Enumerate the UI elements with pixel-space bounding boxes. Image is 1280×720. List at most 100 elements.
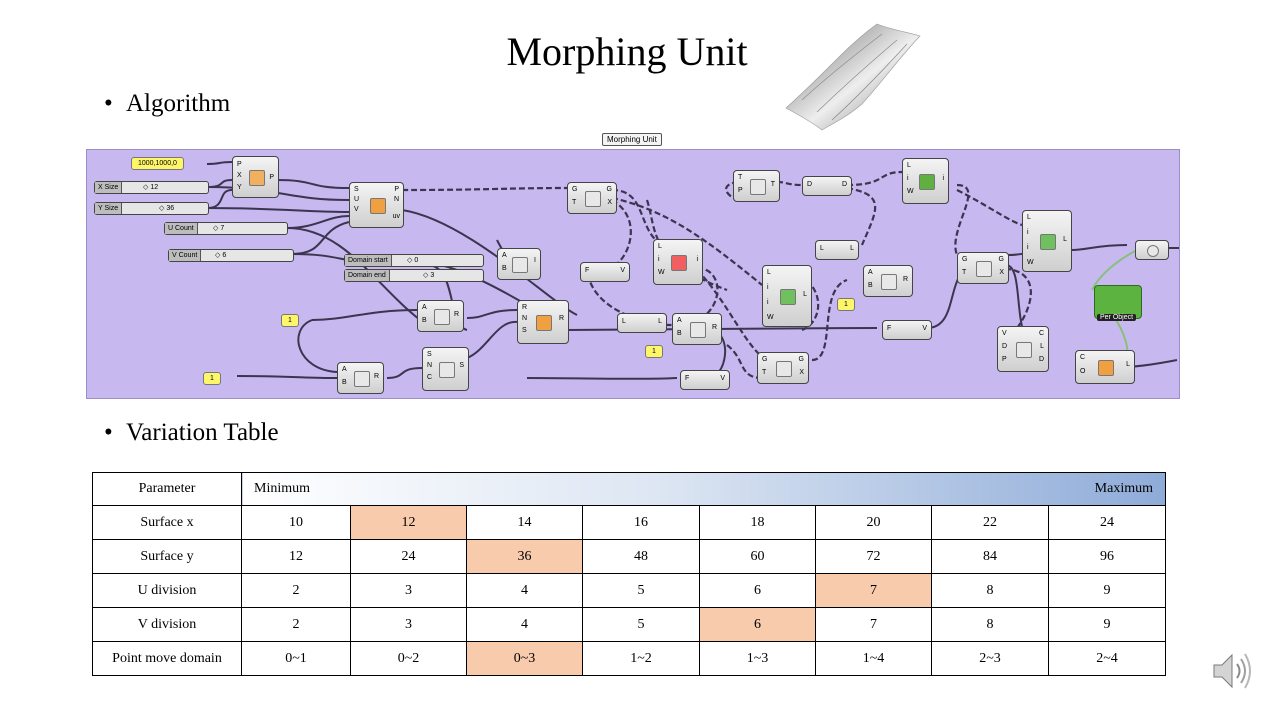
table-cell: 7 bbox=[815, 607, 932, 642]
table-cell: 12 bbox=[241, 539, 351, 574]
table-cell: 5 bbox=[582, 607, 700, 642]
table-cell: 8 bbox=[931, 573, 1049, 608]
slider-x-size[interactable]: X Size ◇ 12 bbox=[94, 181, 209, 194]
slider-value: ◇ 12 bbox=[143, 184, 159, 191]
header-parameter: Parameter bbox=[92, 472, 242, 506]
table-cell: 60 bbox=[699, 539, 816, 574]
slider-domain-start[interactable]: Domain start ◇ 0 bbox=[344, 254, 484, 267]
slide-title: Morphing Unit bbox=[506, 29, 748, 74]
header-minimum: Minimum bbox=[254, 481, 311, 496]
header-range: Minimum Maximum bbox=[241, 472, 1166, 506]
gh-panel[interactable]: 1 bbox=[203, 372, 221, 385]
table-cell: 2~4 bbox=[1048, 641, 1166, 676]
table-cell: 0~3 bbox=[466, 641, 583, 676]
table-cell: 14 bbox=[466, 505, 583, 540]
gh-panel[interactable]: 1 bbox=[837, 298, 855, 311]
table-cell: 4 bbox=[466, 573, 583, 608]
table-cell: 2 bbox=[241, 573, 351, 608]
table-cell: 7 bbox=[815, 573, 932, 608]
gh-panel[interactable]: 1000,1000,0 bbox=[131, 157, 184, 170]
row-parameter-name: U division bbox=[92, 573, 242, 608]
slider-value: ◇ 3 bbox=[423, 272, 435, 279]
table-cell: 24 bbox=[1048, 505, 1166, 540]
row-parameter-name: Point move domain bbox=[92, 641, 242, 676]
bullet-algorithm: •Algorithm bbox=[104, 90, 231, 117]
table-cell: 16 bbox=[582, 505, 700, 540]
table-cell: 1~4 bbox=[815, 641, 932, 676]
table-cell: 9 bbox=[1048, 573, 1166, 608]
speaker-icon[interactable] bbox=[1206, 647, 1254, 695]
gh-component-output[interactable] bbox=[1135, 240, 1169, 260]
slider-value: ◇ 0 bbox=[407, 257, 419, 264]
slider-u-count[interactable]: U Count ◇ 7 bbox=[164, 222, 288, 235]
table-cell: 12 bbox=[350, 505, 467, 540]
slider-label: Domain start bbox=[345, 255, 392, 266]
table-cell: 48 bbox=[582, 539, 700, 574]
table-cell: 6 bbox=[699, 573, 816, 608]
gh-group-label[interactable]: Morphing Unit bbox=[602, 133, 662, 146]
table-cell: 0~2 bbox=[350, 641, 467, 676]
table-cell: 0~1 bbox=[241, 641, 351, 676]
table-cell: 1~3 bbox=[699, 641, 816, 676]
table-cell: 4 bbox=[466, 607, 583, 642]
table-cell: 5 bbox=[582, 573, 700, 608]
slider-v-count[interactable]: V Count ◇ 6 bbox=[168, 249, 294, 262]
table-cell: 8 bbox=[931, 607, 1049, 642]
header-maximum: Maximum bbox=[1094, 481, 1153, 496]
surface-preview-image bbox=[785, 23, 921, 131]
table-cell: 2~3 bbox=[931, 641, 1049, 676]
slider-label: X Size bbox=[95, 182, 123, 193]
gh-panel[interactable]: 1 bbox=[281, 314, 299, 327]
table-cell: 2 bbox=[241, 607, 351, 642]
table-cell: 3 bbox=[350, 573, 467, 608]
table-cell: 20 bbox=[815, 505, 932, 540]
gh-panel[interactable]: 1 bbox=[645, 345, 663, 358]
table-header-row: Parameter Minimum Maximum bbox=[92, 472, 1166, 506]
table-cell: 24 bbox=[350, 539, 467, 574]
table-cell: 96 bbox=[1048, 539, 1166, 574]
slider-label: Domain end bbox=[345, 270, 390, 281]
table-cell: 10 bbox=[241, 505, 351, 540]
row-parameter-name: Surface x bbox=[92, 505, 242, 540]
bullet-algorithm-text: Algorithm bbox=[126, 90, 231, 117]
table-cell: 1~2 bbox=[582, 641, 700, 676]
table-cell: 84 bbox=[931, 539, 1049, 574]
slider-y-size[interactable]: Y Size ◇ 36 bbox=[94, 202, 209, 215]
slider-label: V Count bbox=[169, 250, 202, 261]
table-cell: 72 bbox=[815, 539, 932, 574]
grasshopper-canvas[interactable]: 1000,1000,0 1 1 1 1 X Size ◇ 12 Y Size ◇… bbox=[86, 149, 1180, 399]
slider-value: ◇ 7 bbox=[213, 225, 225, 232]
bullet-table-text: Variation Table bbox=[126, 419, 279, 446]
gh-preview-label: Per Object bbox=[1097, 314, 1137, 321]
slider-domain-end[interactable]: Domain end ◇ 3 bbox=[344, 269, 484, 282]
table-cell: 36 bbox=[466, 539, 583, 574]
